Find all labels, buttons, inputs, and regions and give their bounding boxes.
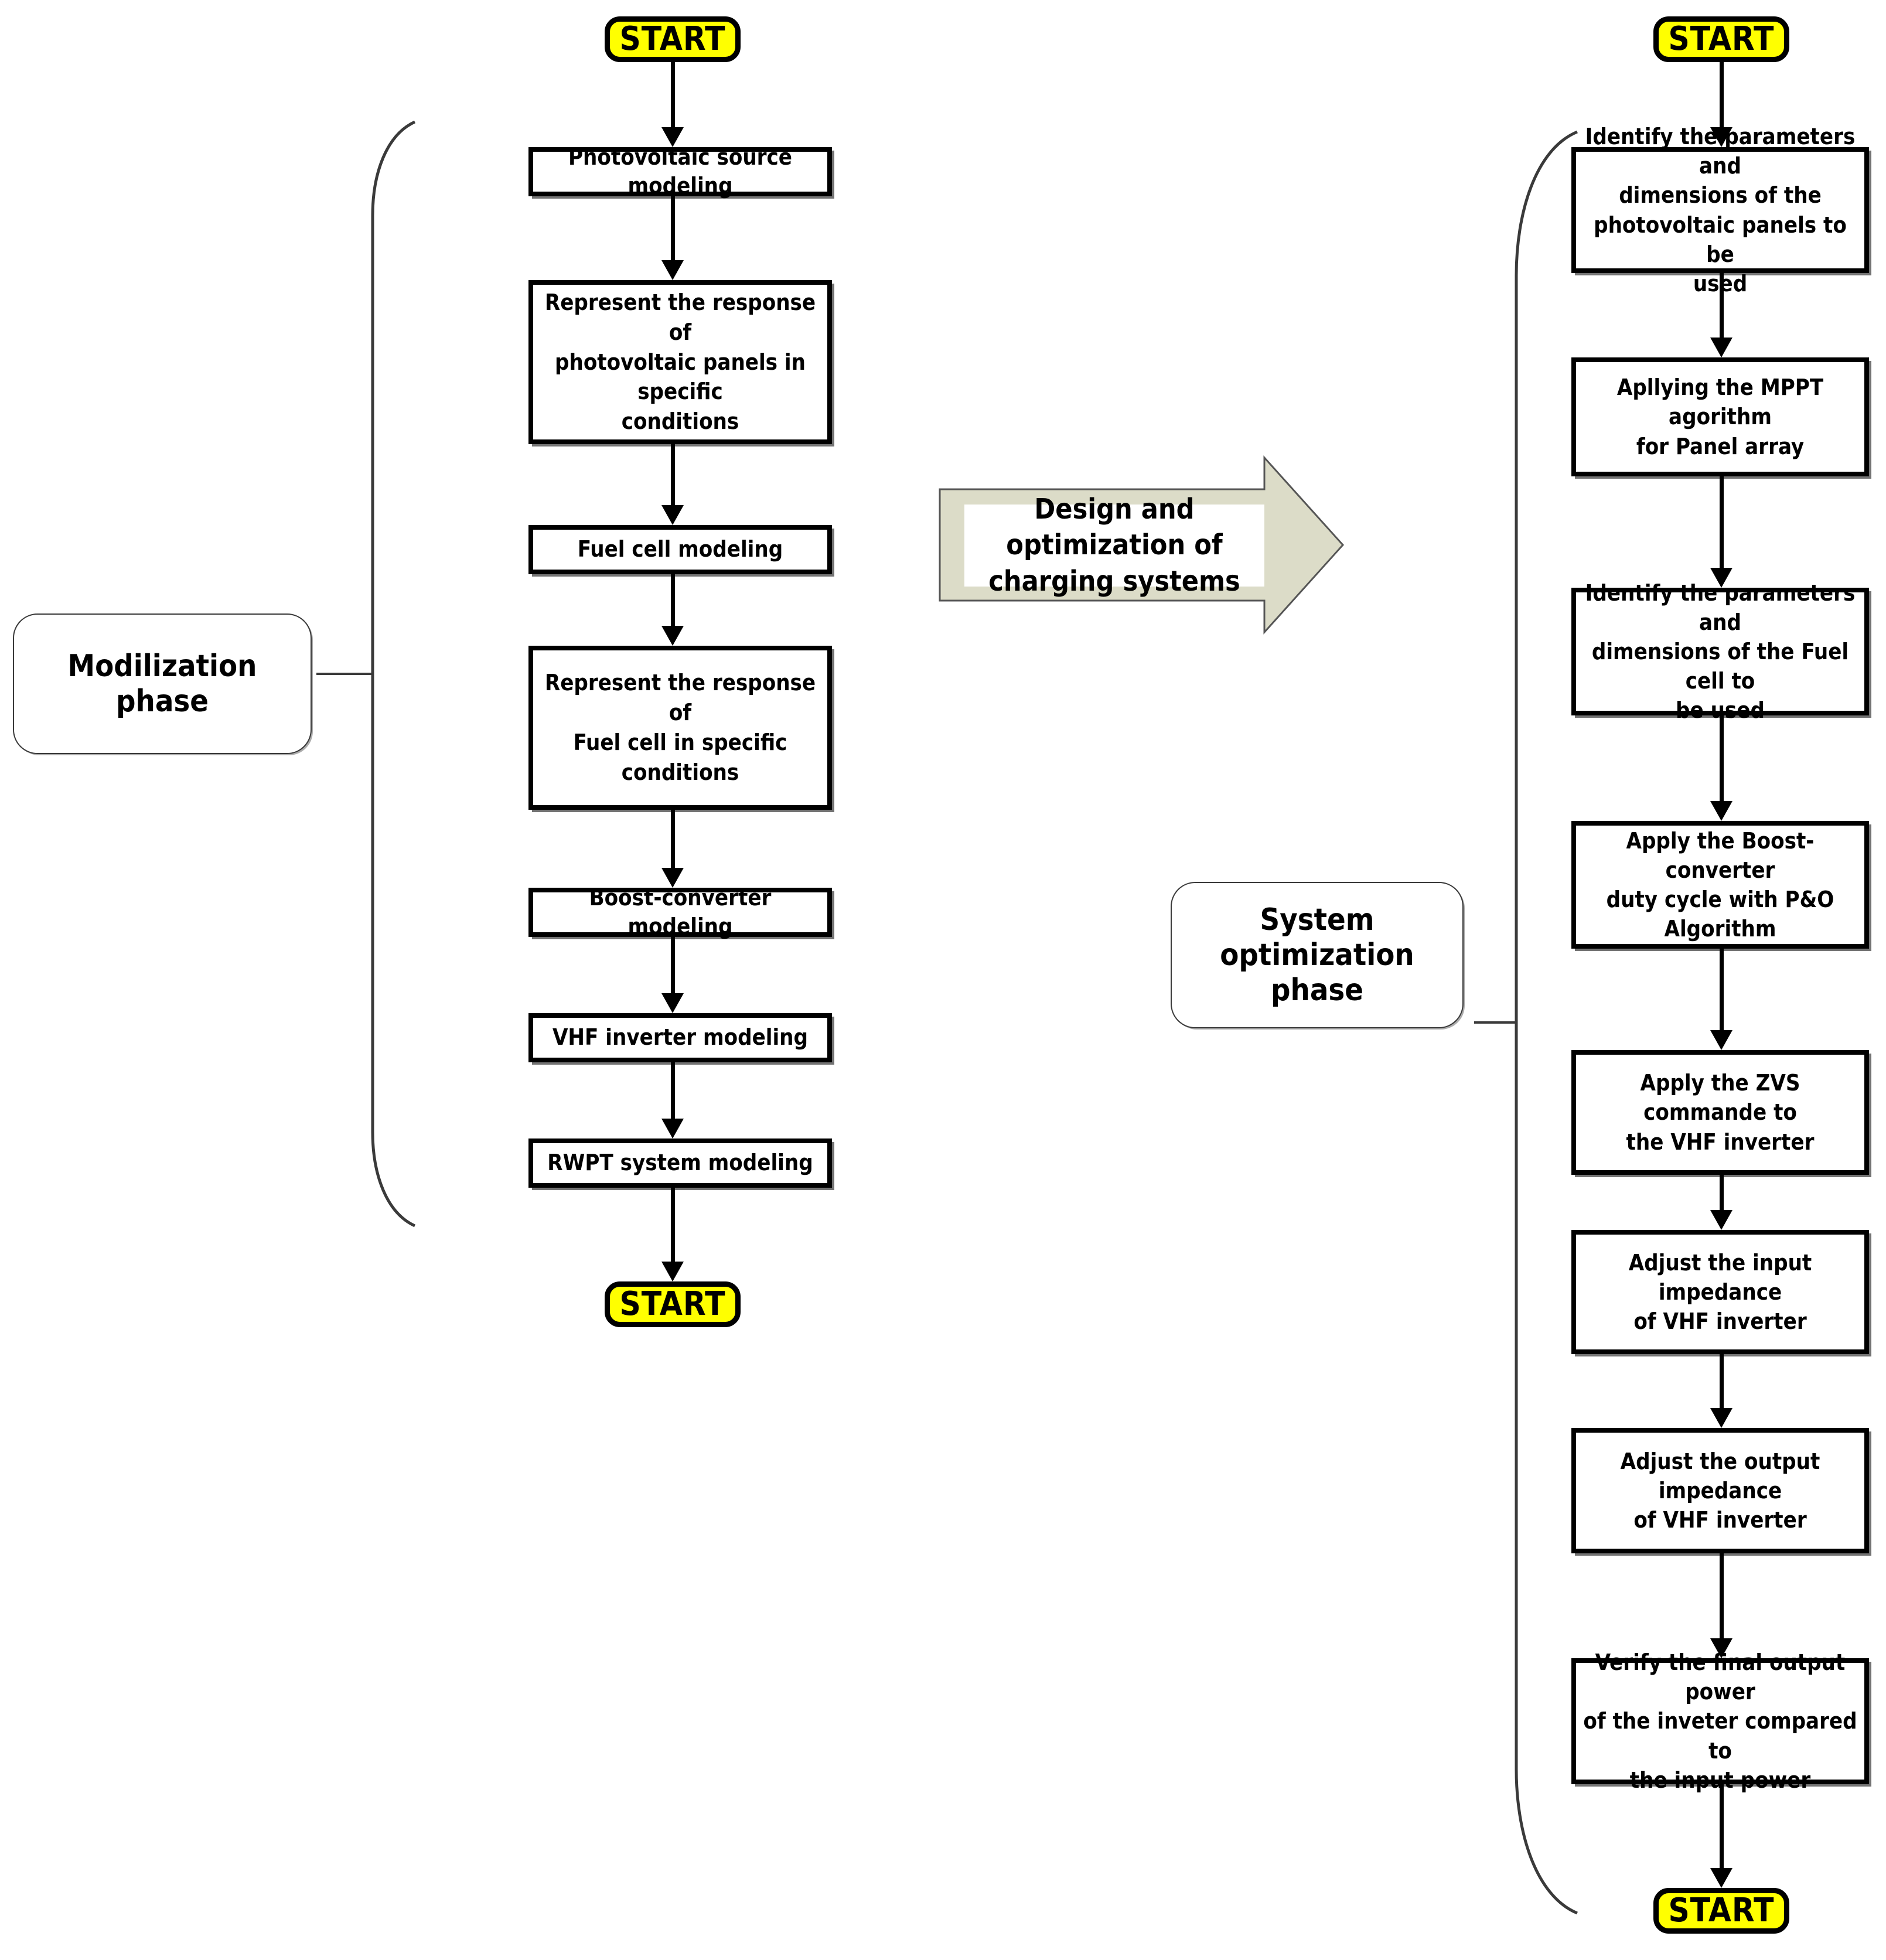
left-step-6-label: RWPT system modeling (547, 1150, 813, 1176)
right-step-7[interactable]: Verify the final output power of the inv… (1571, 1649, 1869, 1793)
right-step-6-label: Adjust the output impedance of VHF inver… (1620, 1448, 1820, 1533)
transition-banner-text: Design and optimization of charging syst… (988, 492, 1240, 598)
phase-label-modelization: Modilization phase (13, 613, 312, 754)
left-connector-4 (639, 810, 707, 888)
left-step-0[interactable]: Photovoltaic source modeling (528, 144, 832, 199)
right-connector-1 (1687, 273, 1755, 357)
right-connector-6 (1687, 1354, 1755, 1428)
right-step-4-label: Apply the ZVS commande to the VHF invert… (1626, 1070, 1815, 1155)
left-connector-1 (639, 196, 707, 280)
system-optimization-phase-brace (1474, 126, 1591, 1919)
left-connector-0 (639, 62, 707, 147)
left-step-3[interactable]: Represent the response of Fuel cell in s… (528, 646, 832, 810)
modelization-phase-brace (316, 117, 434, 1230)
left-start-top-label: START (619, 20, 726, 58)
left-step-4-label: Boost-converter modeling (589, 884, 772, 939)
phase-label-modelization-text: Modilization phase (67, 649, 257, 719)
right-start-top[interactable]: START (1653, 16, 1789, 62)
phase-label-system-optimization-text: System optimization phase (1220, 902, 1414, 1008)
left-step-1[interactable]: Represent the response of photovoltaic p… (528, 280, 832, 444)
right-connector-7 (1687, 1553, 1755, 1658)
transition-banner-label: Design and optimization of charging syst… (964, 493, 1264, 598)
right-step-0-label: Identify the parameters and dimensions o… (1585, 124, 1856, 296)
left-step-1-label: Represent the response of photovoltaic p… (544, 289, 816, 435)
phase-label-system-optimization: System optimization phase (1171, 882, 1464, 1028)
left-step-3-label: Represent the response of Fuel cell in s… (544, 670, 816, 785)
left-connector-2 (639, 444, 707, 525)
left-step-4[interactable]: Boost-converter modeling (528, 885, 832, 939)
right-step-0[interactable]: Identify the parameters and dimensions o… (1571, 124, 1869, 296)
right-step-6[interactable]: Adjust the output impedance of VHF inver… (1571, 1428, 1869, 1553)
left-step-5-label: VHF inverter modeling (552, 1024, 809, 1051)
right-connector-0 (1687, 62, 1755, 147)
transition-banner: Design and optimization of charging syst… (936, 454, 1346, 636)
right-step-3-label: Apply the Boost-converter duty cycle wit… (1606, 827, 1834, 942)
left-step-5[interactable]: VHF inverter modeling (528, 1013, 832, 1062)
left-step-0-label: Photovoltaic source modeling (568, 144, 792, 199)
left-step-2-label: Fuel cell modeling (577, 536, 783, 563)
right-step-2[interactable]: Identify the parameters and dimensions o… (1571, 580, 1869, 723)
right-start-bottom[interactable]: START (1653, 1888, 1789, 1934)
left-start-top[interactable]: START (605, 16, 741, 62)
right-connector-8 (1687, 1784, 1755, 1888)
right-start-top-label: START (1668, 20, 1775, 58)
right-step-3[interactable]: Apply the Boost-converter duty cycle wit… (1571, 821, 1869, 949)
right-step-5-label: Adjust the input impedance of VHF invert… (1628, 1249, 1812, 1335)
left-start-bottom-label: START (619, 1285, 726, 1323)
left-connector-3 (639, 574, 707, 646)
left-connector-7 (639, 1188, 707, 1281)
left-step-6[interactable]: RWPT system modeling (528, 1138, 832, 1188)
right-connector-4 (1687, 949, 1755, 1050)
right-connector-2 (1687, 476, 1755, 588)
right-step-5[interactable]: Adjust the input impedance of VHF invert… (1571, 1230, 1869, 1354)
left-step-2[interactable]: Fuel cell modeling (528, 525, 832, 574)
left-connector-5 (639, 937, 707, 1013)
left-connector-6 (639, 1062, 707, 1138)
right-step-2-label: Identify the parameters and dimensions o… (1585, 580, 1856, 724)
right-start-bottom-label: START (1668, 1891, 1775, 1930)
right-step-4[interactable]: Apply the ZVS commande to the VHF invert… (1571, 1050, 1869, 1175)
left-start-bottom[interactable]: START (605, 1281, 741, 1327)
right-step-1-label: Apllying the MPPT agorithm for Panel arr… (1616, 374, 1824, 459)
right-connector-3 (1687, 715, 1755, 821)
right-step-1[interactable]: Apllying the MPPT agorithm for Panel arr… (1571, 357, 1869, 476)
right-step-7-label: Verify the final output power of the inv… (1583, 1649, 1857, 1793)
right-connector-5 (1687, 1175, 1755, 1230)
